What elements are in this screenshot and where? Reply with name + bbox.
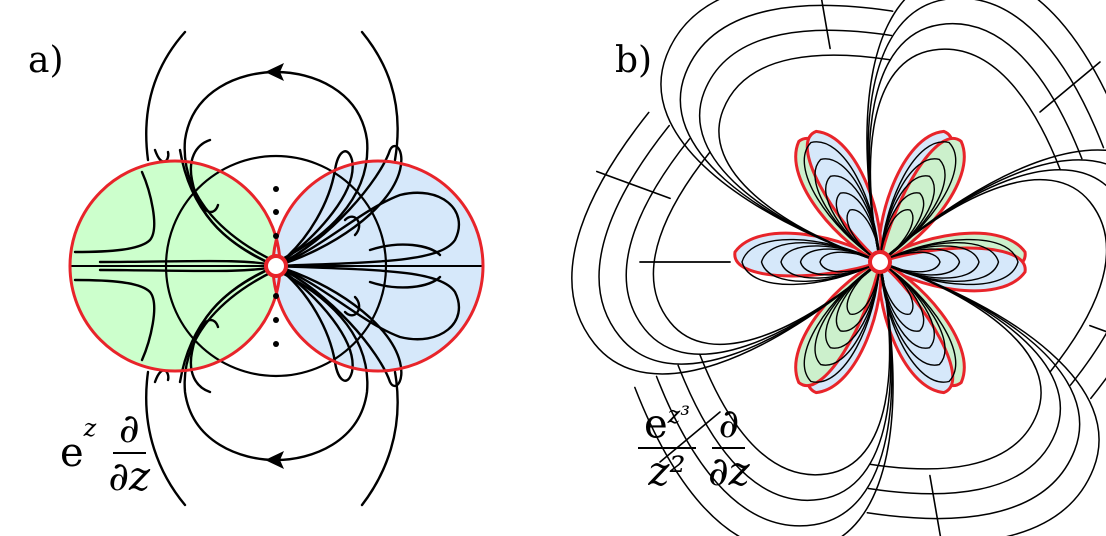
formula-a-base: e <box>60 430 84 476</box>
flow-line <box>879 149 1106 263</box>
formula-b-fraction-2: ∂ ∂z <box>702 403 756 493</box>
flow-line <box>866 0 1106 263</box>
flow-line <box>698 261 891 476</box>
flow-line <box>879 159 1106 400</box>
flow-line <box>879 261 957 383</box>
flow-line <box>652 151 881 346</box>
panel-a-diagram <box>68 30 485 507</box>
flow-line <box>677 261 892 502</box>
flow-line <box>698 29 893 263</box>
arrow-top <box>265 63 284 81</box>
panel-b-label: b) <box>615 40 653 81</box>
formula-a-denominator: ∂z <box>108 454 151 500</box>
flow-lines-b <box>571 0 1106 536</box>
flow-line <box>760 242 881 282</box>
petals <box>733 129 1027 395</box>
flow-line <box>868 261 1042 470</box>
flow-line <box>803 141 881 263</box>
flow-line <box>867 0 1105 263</box>
formula-b-fraction-1: ez³ z² <box>638 401 696 496</box>
singular-point-b <box>868 250 892 274</box>
flow-line <box>879 245 980 279</box>
flow-line <box>825 175 881 263</box>
flow-line <box>718 54 892 263</box>
flow-line <box>929 474 942 536</box>
formula-b-numerator-1: ez³ <box>638 401 696 450</box>
flow-line <box>1039 61 1101 113</box>
pole-dots-a <box>273 186 279 347</box>
flow-line <box>571 111 881 375</box>
formula-b-num-base: e <box>644 401 668 448</box>
flow-line <box>879 175 935 263</box>
flow-line <box>879 141 957 263</box>
flow-line <box>868 22 1083 263</box>
formula-b-denominator-1: z² <box>648 449 686 496</box>
panel-a-label: a) <box>28 40 64 81</box>
flow-line <box>625 138 881 355</box>
formula-a-fraction: ∂ ∂z <box>102 408 156 498</box>
flow-line <box>820 0 831 50</box>
flow-line <box>598 124 881 365</box>
formula-a-exp: z <box>83 414 97 442</box>
flow-line <box>879 261 1100 536</box>
flow-line <box>634 261 894 536</box>
arrow-bottom <box>265 451 284 469</box>
flow-line <box>825 261 881 349</box>
flow-line <box>814 261 881 366</box>
flow-line <box>879 238 1019 286</box>
flow-line <box>866 261 1081 520</box>
flow-line <box>803 261 881 383</box>
formula-b-num-exp: z³ <box>667 401 690 429</box>
flow-line <box>879 261 946 366</box>
formula-b-denominator-2: ∂z <box>707 449 750 496</box>
flow-line <box>879 261 935 349</box>
flow-line <box>780 245 881 279</box>
flow-line <box>1089 324 1106 333</box>
formula-b-numerator-2: ∂ <box>712 403 746 450</box>
flow-line <box>596 170 671 200</box>
singular-point-a <box>264 254 288 278</box>
flow-line <box>660 0 881 263</box>
flow-line <box>879 192 925 263</box>
formula-b: ez³ z² ∂ ∂z <box>638 401 756 496</box>
flow-line <box>869 48 1062 263</box>
flow-line <box>879 209 914 263</box>
formula-a-numerator: ∂ <box>112 408 146 454</box>
flow-line <box>814 158 881 263</box>
flow-line <box>659 411 721 463</box>
flow-line <box>679 4 894 263</box>
flow-line <box>879 178 1106 373</box>
flow-line <box>879 242 1000 282</box>
flow-line <box>655 261 893 527</box>
flow-line <box>867 261 1062 495</box>
flow-line <box>741 238 881 286</box>
flow-line <box>879 169 1106 386</box>
panel-b-diagram <box>571 0 1106 536</box>
flow-line <box>879 158 946 263</box>
